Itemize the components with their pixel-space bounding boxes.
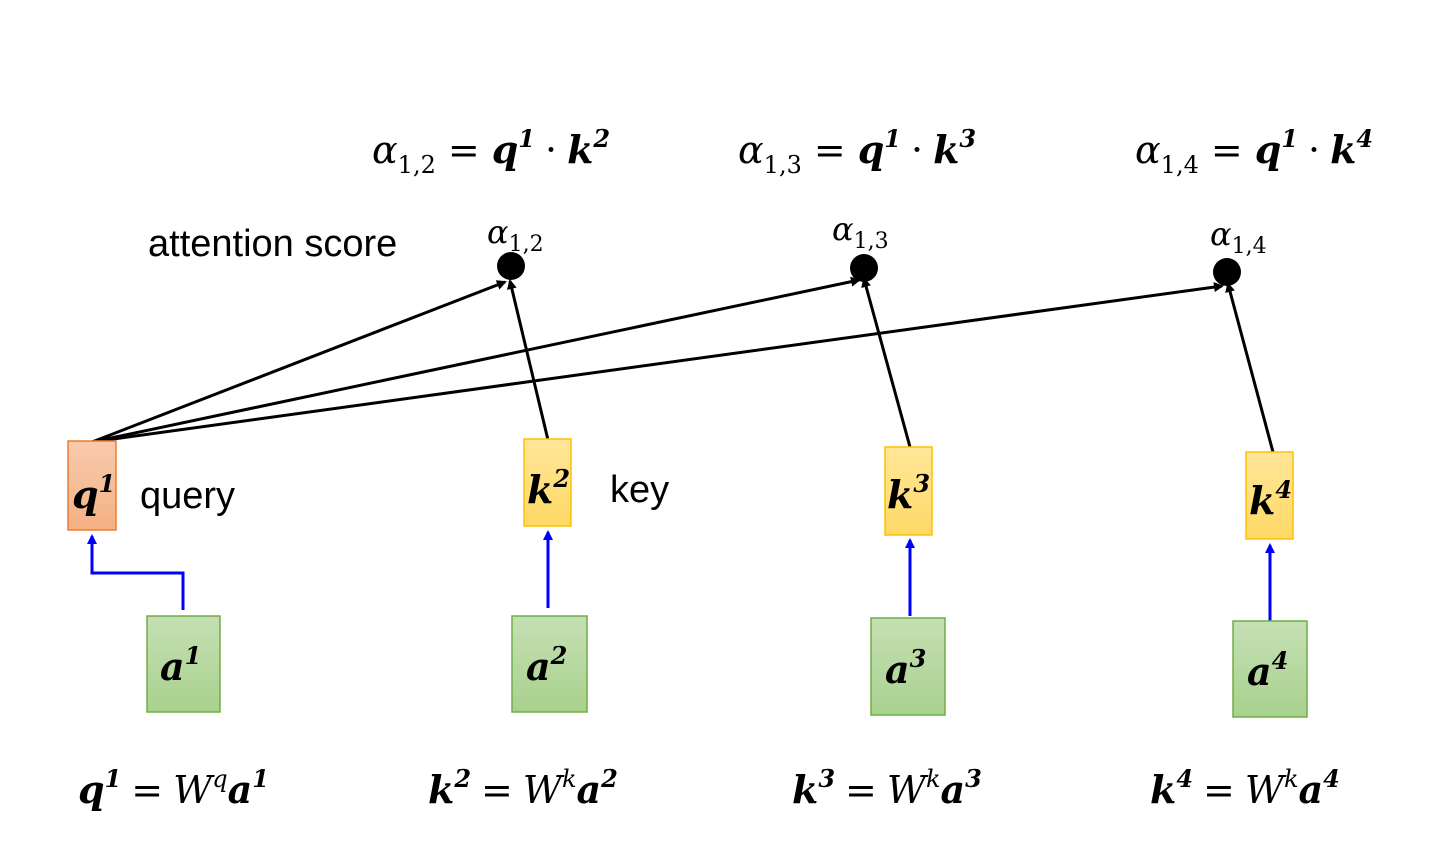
score-equation-1-3: α1,3=q1·k3	[738, 124, 976, 179]
svg-text:k4: k4	[1249, 475, 1292, 523]
svg-text:a3: a3	[885, 644, 926, 692]
equation-q1: q1=Wqa1	[78, 764, 269, 812]
input-vector-a1: a1	[146, 615, 221, 713]
arrow-q1-to-alpha12	[91, 280, 507, 444]
svg-text:k2: k2	[527, 464, 570, 512]
svg-text:q1: q1	[72, 469, 115, 517]
arrow-k2-to-alpha12	[506, 279, 550, 441]
key-vector-k2: k2	[523, 438, 572, 527]
query-vector-q1: q1	[67, 440, 117, 531]
query-label: query	[140, 475, 235, 517]
svg-text:α1,2=q1·k2: α1,2=q1·k2	[372, 124, 610, 179]
equation-k2: k2=Wka2	[428, 764, 618, 812]
node-label-1-3: α1,3	[832, 210, 889, 254]
score-equation-1-4: α1,4=q1·k4	[1135, 124, 1373, 179]
key-label: key	[610, 469, 669, 511]
arrow-k3-to-alpha13	[861, 277, 912, 448]
key-vector-k3: k3	[884, 446, 933, 536]
input-vector-a3: a3	[870, 617, 946, 716]
equation-k3: k3=Wka3	[792, 764, 982, 812]
score-node-1-3	[850, 254, 878, 282]
svg-text:k3: k3	[887, 469, 930, 517]
score-equation-1-2: α1,2=q1·k2	[372, 124, 610, 179]
key-vector-k4: k4	[1245, 451, 1294, 540]
node-label-1-4: α1,4	[1210, 215, 1267, 259]
arrow-q1-to-alpha13	[91, 276, 861, 444]
svg-text:α1,4=q1·k4: α1,4=q1·k4	[1135, 124, 1373, 179]
input-vector-a2: a2	[511, 615, 588, 713]
score-node-1-4	[1213, 258, 1241, 286]
arrow-k4-to-alpha14	[1225, 282, 1275, 453]
svg-text:a1: a1	[160, 641, 201, 689]
node-label-1-2: α1,2	[487, 213, 544, 257]
equation-k4: k4=Wka4	[1150, 764, 1340, 812]
attention-score-label: attention score	[148, 223, 397, 265]
score-node-1-2	[497, 252, 525, 280]
svg-text:α1,3=q1·k3: α1,3=q1·k3	[738, 124, 976, 179]
svg-text:a4: a4	[1247, 646, 1288, 694]
svg-text:a2: a2	[526, 641, 567, 689]
arrow-q1-to-alpha14	[91, 282, 1224, 444]
input-vector-a4: a4	[1232, 620, 1308, 718]
projection-arrow-a1-q1	[87, 534, 185, 610]
